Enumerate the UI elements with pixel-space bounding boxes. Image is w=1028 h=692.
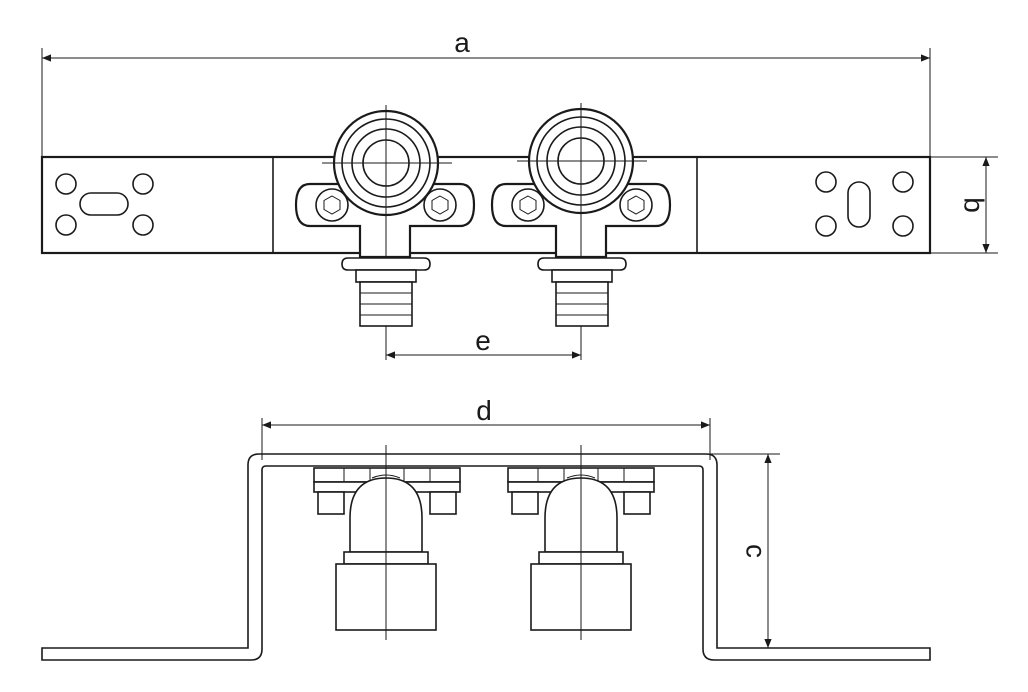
- dimension-label-e: e: [475, 325, 491, 356]
- elbow-fitting-right-side-view: [507, 445, 655, 640]
- dimension-label-a: a: [454, 27, 470, 58]
- dimension-e: e: [386, 325, 581, 359]
- bracket-profile: [41, 453, 931, 661]
- dimension-label-c: c: [741, 544, 772, 558]
- side-view: d c: [41, 395, 931, 661]
- dimension-label-b: b: [959, 197, 990, 213]
- right-mounting-holes: [815, 171, 914, 237]
- dimension-b: b: [930, 156, 998, 254]
- dimension-c: c: [706, 453, 780, 649]
- dimension-a: a: [41, 27, 931, 157]
- elbow-fitting-right-top-view: [490, 103, 672, 360]
- elbow-fitting-left-top-view: [294, 105, 476, 360]
- elbow-fitting-left-side-view: [313, 445, 461, 640]
- mounting-plate: [40, 155, 932, 255]
- dimension-d: d: [261, 395, 711, 460]
- left-mounting-holes: [55, 173, 154, 236]
- dimension-label-d: d: [476, 395, 492, 426]
- top-view: a b e: [40, 27, 998, 360]
